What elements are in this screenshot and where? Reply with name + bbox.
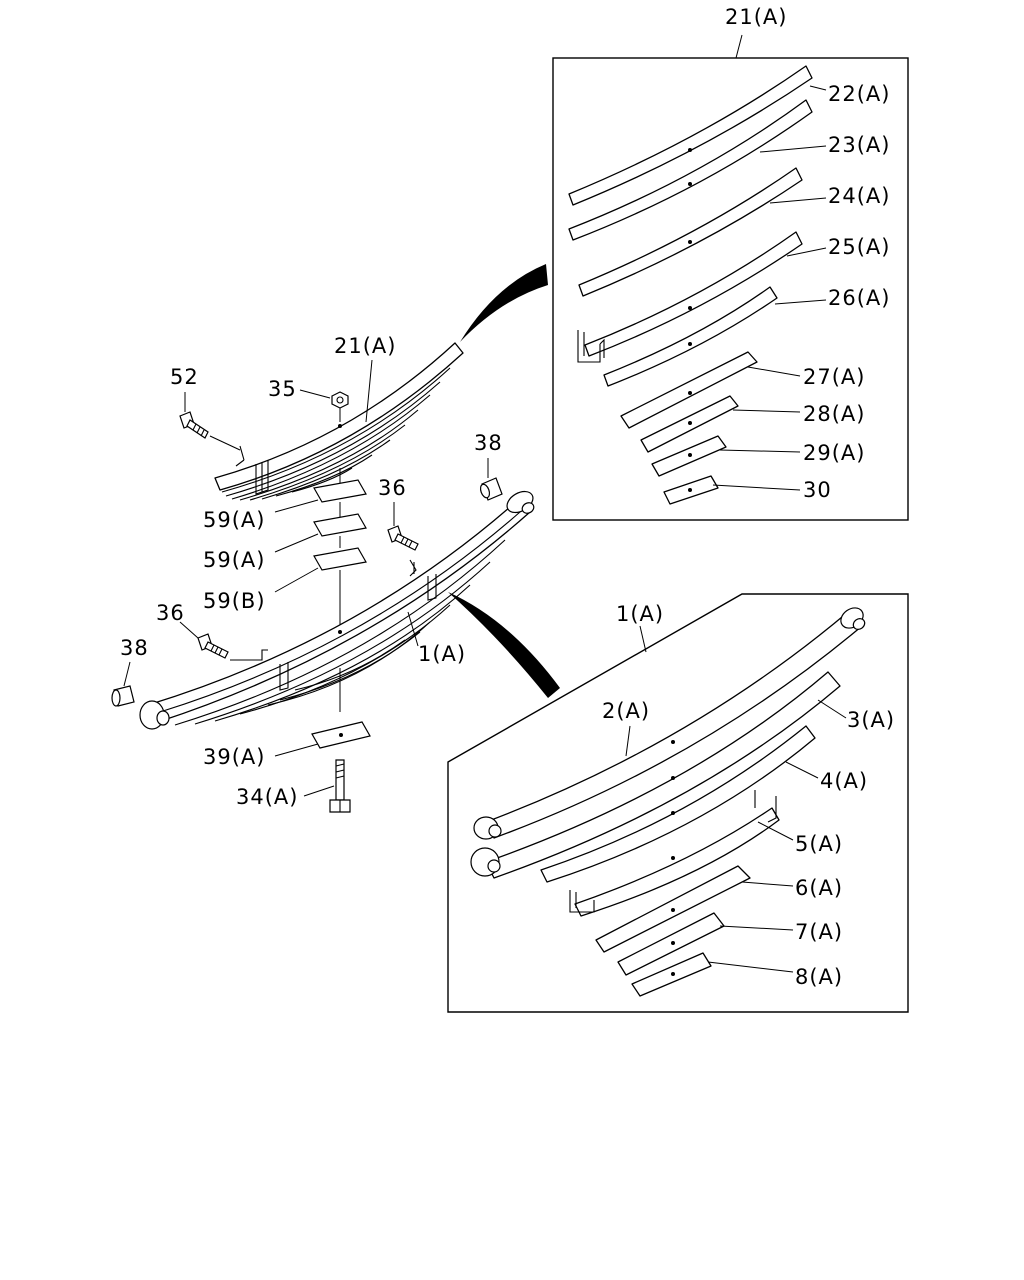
label-24a: 24(A) <box>828 184 890 208</box>
clip-5 <box>569 790 777 913</box>
label-52: 52 <box>170 365 199 389</box>
label-34a: 34(A) <box>236 785 298 809</box>
label-36-right: 36 <box>378 476 407 500</box>
label-3a: 3(A) <box>847 708 895 732</box>
label-2a: 2(A) <box>602 699 650 723</box>
label-21a-detail: 21(A) <box>725 5 787 29</box>
label-28a: 28(A) <box>803 402 865 426</box>
label-59a-2: 59(A) <box>203 548 265 572</box>
main-spring-assembly <box>139 490 535 730</box>
leaf-27 <box>620 351 758 429</box>
leaf-24 <box>578 167 803 297</box>
leaf-23 <box>568 99 813 241</box>
label-22a: 22(A) <box>828 82 890 106</box>
bolt-36-right <box>387 502 419 577</box>
label-35: 35 <box>268 377 297 401</box>
label-21a-assembly: 21(A) <box>334 334 396 358</box>
plate-39a <box>274 668 371 757</box>
bolt-34a <box>303 759 351 813</box>
label-7a: 7(A) <box>795 920 843 944</box>
label-36-left: 36 <box>156 601 185 625</box>
label-23a: 23(A) <box>828 133 890 157</box>
detail-box-main-spring: 1(A) 2(A) <box>447 593 909 1013</box>
leaf-4 <box>540 725 816 883</box>
pointer-wedge-upper <box>460 264 548 342</box>
label-1a-detail: 1(A) <box>616 602 664 626</box>
pointer-wedge-lower <box>448 592 560 698</box>
label-38-left: 38 <box>120 636 149 660</box>
label-5a: 5(A) <box>795 832 843 856</box>
label-30: 30 <box>803 478 832 502</box>
label-26a: 26(A) <box>828 286 890 310</box>
leaf-25 <box>584 231 803 357</box>
label-6a: 6(A) <box>795 876 843 900</box>
label-25a: 25(A) <box>828 235 890 259</box>
leaf-26 <box>603 286 778 387</box>
bolt-36-left <box>179 621 268 661</box>
bolt-52 <box>179 392 241 451</box>
label-4a: 4(A) <box>820 769 868 793</box>
label-59a-1: 59(A) <box>203 508 265 532</box>
detail-box-helper-spring: 21(A) <box>552 5 909 521</box>
label-38-right: 38 <box>474 431 503 455</box>
label-8a: 8(A) <box>795 965 843 989</box>
label-1a-assembly: 1(A) <box>418 642 466 666</box>
bushing-38-left <box>111 661 135 707</box>
leaf-22 <box>568 65 813 206</box>
leaf-3 <box>485 671 841 879</box>
leaf-5 <box>574 807 780 917</box>
label-27a: 27(A) <box>803 365 865 389</box>
label-59b: 59(B) <box>203 589 266 613</box>
leaf-2 <box>485 611 863 839</box>
nut-35 <box>299 389 349 422</box>
label-39a: 39(A) <box>203 745 265 769</box>
label-29a: 29(A) <box>803 441 865 465</box>
helper-spring-assembly <box>214 342 464 501</box>
bushing-38-right <box>479 458 503 501</box>
spacer-plates-59 <box>274 468 367 630</box>
